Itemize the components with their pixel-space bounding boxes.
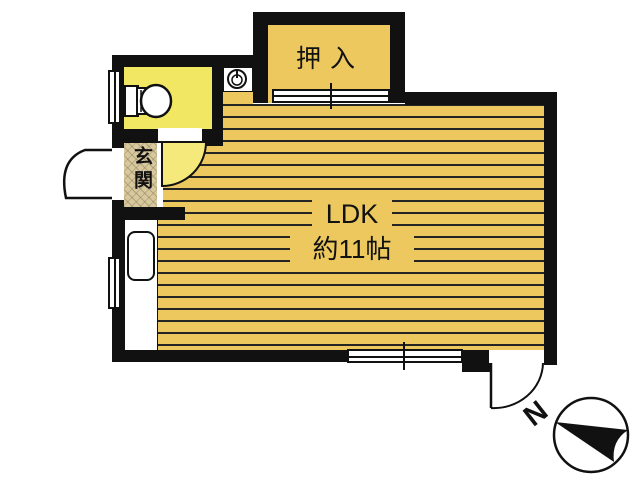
wall-hall-stub (200, 129, 223, 146)
window-kitchen (108, 257, 121, 309)
compass-north-icon (552, 396, 630, 474)
wall-top-toilet (112, 55, 255, 67)
terrace-door-opening (489, 350, 544, 363)
entrance-area: 玄関 (124, 143, 157, 207)
window-mullion (114, 72, 116, 122)
entrance-label: 玄関 (131, 146, 152, 194)
window-toilet (108, 70, 121, 124)
wall-bottom-door-stub (462, 350, 490, 372)
water-heater-nook (223, 67, 253, 92)
window-mullion (114, 259, 116, 307)
south-window-tick (403, 342, 405, 370)
entrance-door-swing (62, 148, 112, 200)
wall-closet-top (253, 12, 405, 25)
wall-right (544, 92, 557, 365)
water-heater-shelf (223, 92, 253, 104)
closet-label: 押入 (295, 45, 364, 73)
wall-entrance-step (112, 207, 185, 220)
entrance-step-gap (157, 143, 163, 207)
window-rail (349, 356, 461, 358)
wall-below-toilet (112, 129, 162, 143)
entrance-door-opening (108, 148, 124, 200)
kitchen-sink-icon (127, 231, 155, 281)
wall-toilet-right (212, 55, 223, 146)
ldk-label: LDK (312, 198, 392, 230)
wall-top-right (405, 92, 557, 105)
wall-closet-left (253, 12, 268, 103)
closet-door-tick (330, 83, 332, 109)
window-south (347, 349, 463, 363)
compass-north-label: N (517, 394, 555, 434)
toilet-room (124, 67, 212, 130)
ldk-size-label: 約11帖 (290, 234, 414, 264)
wall-closet-right (390, 12, 405, 103)
toilet-door-opening (158, 128, 202, 141)
